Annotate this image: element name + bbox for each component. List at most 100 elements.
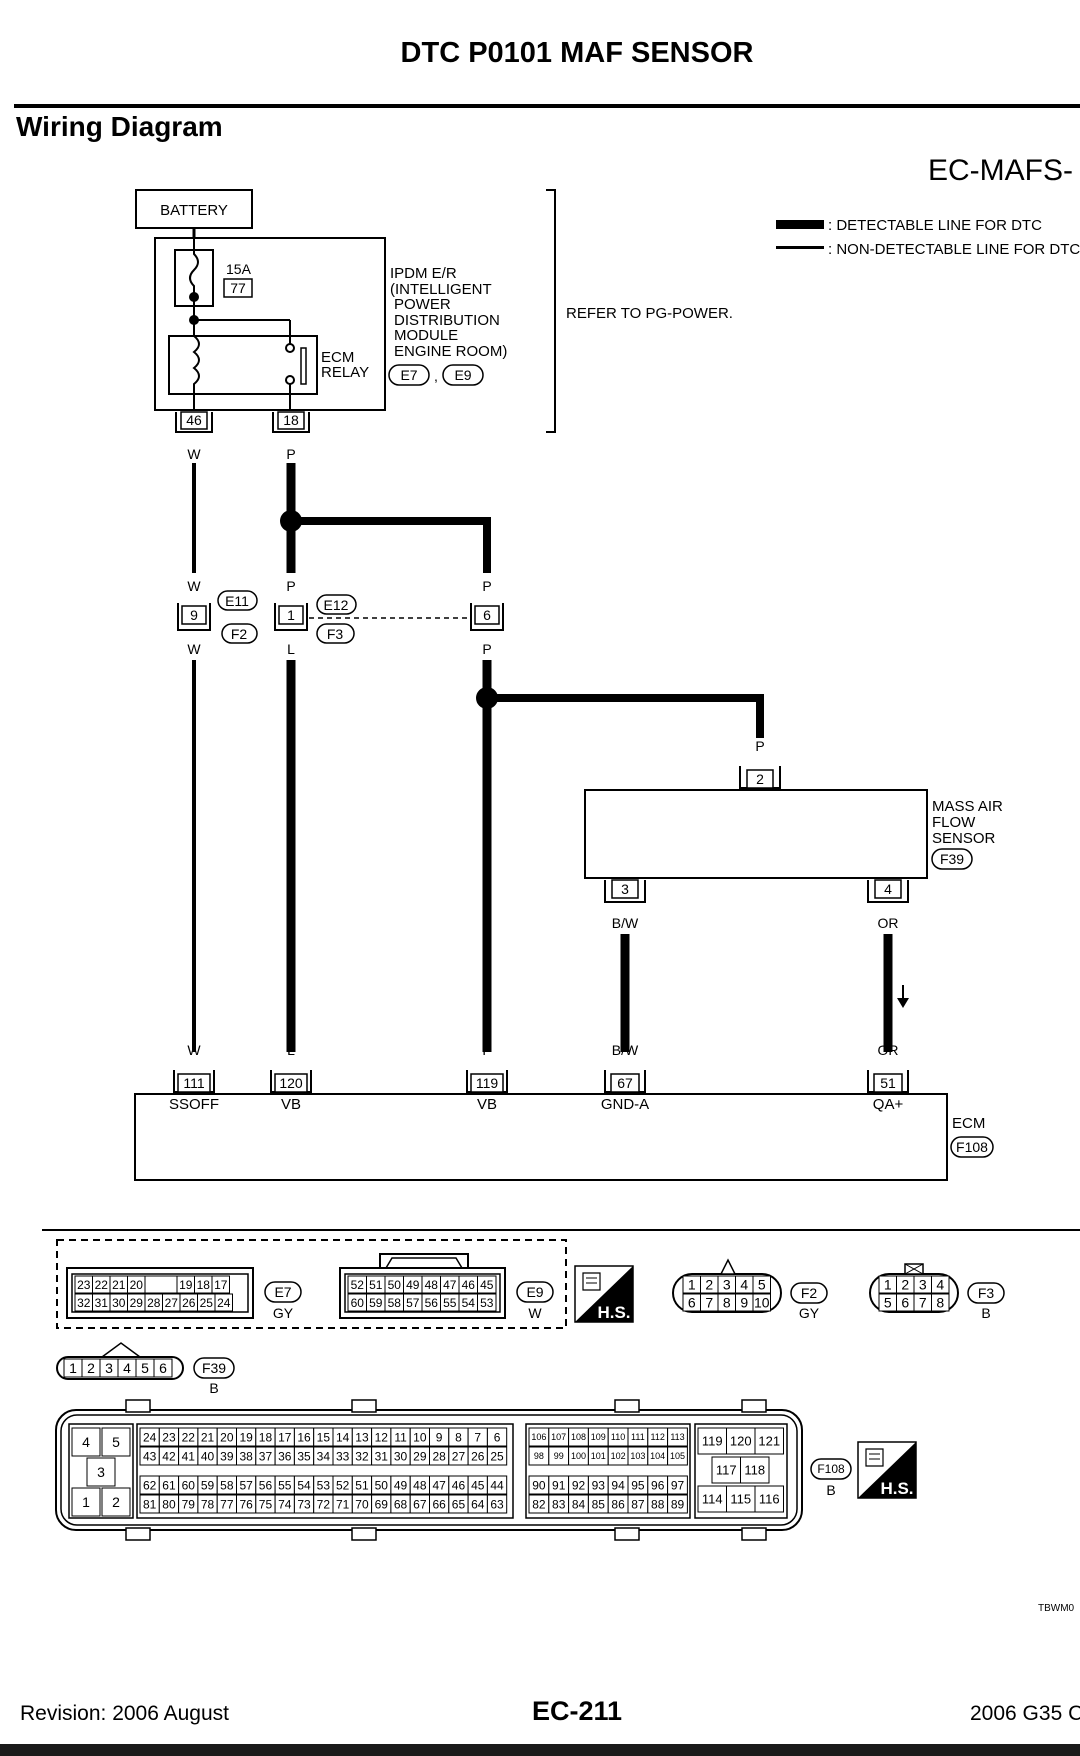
pin-cell <box>214 1293 233 1312</box>
svg-text:IPDM E/R: IPDM E/R <box>390 265 457 282</box>
svg-text:SENSOR: SENSOR <box>932 830 996 847</box>
pin-number: 10 <box>754 1295 770 1311</box>
pin-number: 50 <box>388 1278 402 1292</box>
wire-p-to-maf <box>487 694 764 738</box>
pin-number: 23 <box>162 1430 176 1444</box>
svg-text:(INTELLIGENT: (INTELLIGENT <box>390 281 492 298</box>
pin-number: 58 <box>220 1478 234 1492</box>
svg-text:46: 46 <box>186 412 202 428</box>
pin-number: 112 <box>651 1432 665 1442</box>
pin-number: 91 <box>552 1478 566 1492</box>
pin-number: 52 <box>336 1478 350 1492</box>
pin-cell <box>477 1293 497 1312</box>
ecm-relay-label-2: RELAY <box>321 364 369 381</box>
pin-number: 53 <box>317 1478 331 1492</box>
pin-number: 65 <box>452 1497 466 1511</box>
pin-number: 79 <box>182 1497 196 1511</box>
pin-number: 5 <box>758 1277 766 1293</box>
pin-cell <box>667 1427 688 1447</box>
svg-text:OR: OR <box>878 1042 899 1058</box>
pin-number: 58 <box>388 1296 402 1310</box>
svg-text:51: 51 <box>880 1075 896 1091</box>
svg-text:W: W <box>187 578 201 594</box>
pin-number: 4 <box>936 1277 944 1293</box>
maf-pin-4: 4 <box>884 881 892 897</box>
pin-number: 68 <box>394 1497 408 1511</box>
pin-number: 63 <box>490 1497 504 1511</box>
pin-number: 22 <box>182 1430 196 1444</box>
svg-text:P: P <box>482 578 491 594</box>
pin-number: 98 <box>534 1451 544 1461</box>
hs-label-2: H.S. <box>880 1479 913 1498</box>
svg-text:L: L <box>287 641 295 657</box>
svg-text:B: B <box>209 1380 218 1396</box>
pin-number: 13 <box>355 1430 369 1444</box>
fuse-number: 77 <box>230 280 246 296</box>
pin-cell <box>86 1457 116 1487</box>
pin-number: 87 <box>631 1497 645 1511</box>
svg-text:F3: F3 <box>978 1285 995 1301</box>
pin-number: 50 <box>375 1478 389 1492</box>
ipdm-connector-group <box>56 1239 567 1329</box>
pin-number: 86 <box>611 1497 625 1511</box>
pin-cell <box>740 1456 770 1484</box>
legend-thin-line <box>776 246 824 249</box>
hs-label-1: H.S. <box>597 1303 630 1322</box>
pin-number: 31 <box>375 1449 389 1463</box>
pin-number: 46 <box>452 1478 466 1492</box>
pin-number: 2 <box>901 1277 909 1293</box>
pin-number: 1 <box>69 1360 77 1376</box>
svg-text:MODULE: MODULE <box>394 327 458 344</box>
svg-text:F108: F108 <box>817 1462 845 1476</box>
pin-number: 20 <box>130 1278 144 1292</box>
pin-number: 26 <box>471 1449 485 1463</box>
pin-number: 59 <box>201 1478 215 1492</box>
pin-number: 51 <box>369 1278 383 1292</box>
pin-number: 30 <box>394 1449 408 1463</box>
battery-label: BATTERY <box>160 202 228 219</box>
ecm-terminal-vb-1: VB <box>281 1096 301 1113</box>
pin-number: 104 <box>650 1451 665 1461</box>
pin-number: 109 <box>591 1432 606 1442</box>
pin-number: 47 <box>443 1278 457 1292</box>
pin-number: 7 <box>705 1295 713 1311</box>
hs-icon-2: H.S. <box>857 1441 917 1499</box>
ecm-pin-119: 119 <box>466 1070 508 1093</box>
pin-cell <box>752 1293 771 1312</box>
svg-text:111: 111 <box>183 1075 204 1091</box>
refer-note: REFER TO PG-POWER. <box>566 305 733 322</box>
pin-cell <box>667 1475 688 1495</box>
pin-number: 46 <box>462 1278 476 1292</box>
pin-number: 4 <box>740 1277 748 1293</box>
pin-number: 75 <box>259 1497 273 1511</box>
bottom-bar <box>0 1744 1080 1756</box>
maf-sensor-box <box>584 789 928 879</box>
pin-cell <box>486 1475 508 1495</box>
pin-number: 39 <box>220 1449 234 1463</box>
connector-f2: F2 GY <box>672 1258 828 1321</box>
pin-number: 31 <box>95 1296 109 1310</box>
pin-number: 26 <box>182 1296 196 1310</box>
pin-number: 54 <box>297 1478 311 1492</box>
pin-number: 48 <box>425 1278 439 1292</box>
pin-number: 108 <box>571 1432 586 1442</box>
pin-number: 77 <box>220 1497 234 1511</box>
pin-number: 84 <box>572 1497 586 1511</box>
pin-number: 55 <box>443 1296 457 1310</box>
pin-cell <box>71 1487 101 1517</box>
pin-number: 54 <box>462 1296 476 1310</box>
pin-cell <box>711 1456 741 1484</box>
pin-number: 5 <box>884 1295 892 1311</box>
pin-number: 38 <box>239 1449 253 1463</box>
pin-number: 107 <box>551 1432 566 1442</box>
ipdm-conn-e9: E9 <box>454 367 471 383</box>
svg-text:E7: E7 <box>274 1284 291 1300</box>
pin-cell <box>101 1427 131 1457</box>
svg-text:B: B <box>826 1482 835 1498</box>
battery-box <box>135 189 253 229</box>
ecm-pin-120: 120 <box>270 1070 312 1093</box>
pin-number: 3 <box>723 1277 731 1293</box>
pin-number: 12 <box>375 1430 389 1444</box>
pin-number: 93 <box>592 1478 606 1492</box>
